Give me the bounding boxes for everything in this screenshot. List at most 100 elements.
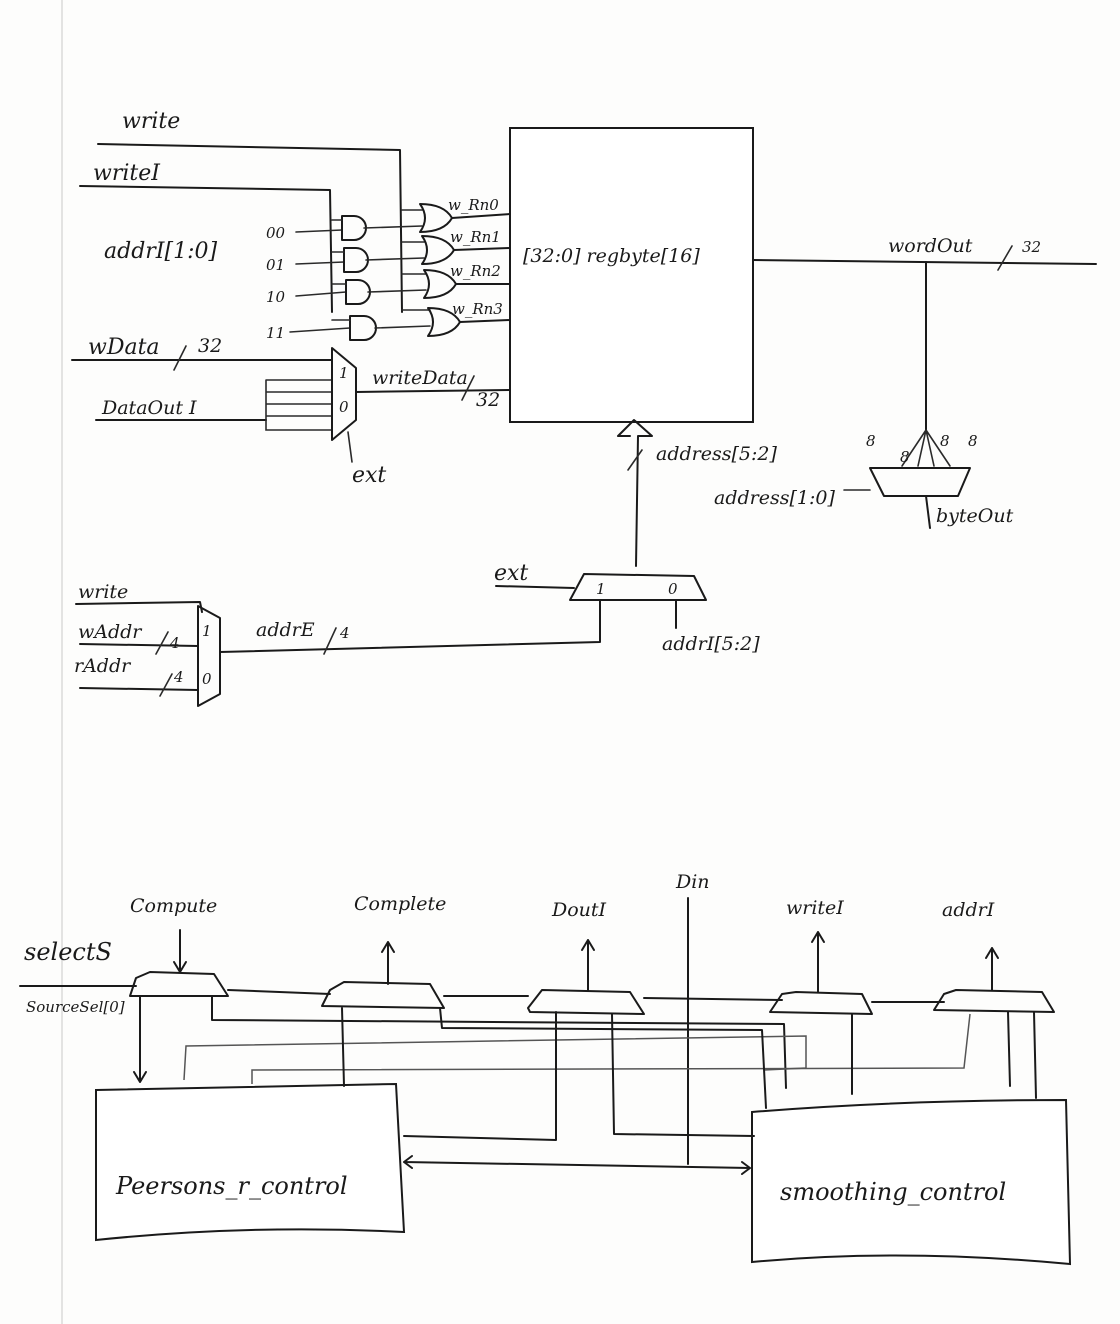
and-gate-0 xyxy=(341,215,367,241)
doutI-arrow-icon xyxy=(581,939,595,991)
address-lo-label: address[1:0] xyxy=(714,487,835,509)
writeData-mux xyxy=(331,347,357,441)
writeI-wire xyxy=(79,185,333,313)
addr-mux-ext-label: ext xyxy=(494,561,528,586)
signal-writeI: writeI xyxy=(786,897,844,919)
byte-width-1: 8 xyxy=(900,448,910,466)
mux-addrI xyxy=(933,989,1055,1013)
wordOut-label: wordOut xyxy=(888,235,973,257)
addr-mux xyxy=(569,573,707,601)
complete-arrow-icon xyxy=(381,941,395,985)
ext-mux-write-label: write xyxy=(78,581,128,603)
mux-complete xyxy=(321,981,445,1009)
mux-writeI xyxy=(769,991,873,1015)
peersons-control-block xyxy=(95,1082,406,1242)
addrI-hi-label: addrI[5:2] xyxy=(662,633,760,655)
address-hi-arrow xyxy=(617,419,653,567)
decode-value-01: 01 xyxy=(266,256,285,274)
rAddr-label: rAddr xyxy=(74,655,132,677)
select-bus xyxy=(19,985,945,1003)
decode-line-10 xyxy=(295,291,347,297)
byte-width-2: 8 xyxy=(940,432,950,450)
regfile-label: [32:0] regbyte[16] xyxy=(523,245,700,267)
doutI-from-smoothing xyxy=(611,1013,755,1137)
sourceSel-label: SourceSel[0] xyxy=(26,998,125,1016)
or-gate-2 xyxy=(423,269,457,299)
signal-compute: Compute xyxy=(130,895,217,917)
w_Rn3-label: w_Rn3 xyxy=(452,300,503,318)
w_Rn0-label: w_Rn0 xyxy=(448,196,499,214)
or-gate-0 xyxy=(419,203,453,233)
feedback-line-a xyxy=(183,1035,807,1081)
ext-mux-one: 1 xyxy=(202,622,212,640)
wData-label: wData xyxy=(88,335,160,360)
mux-compute xyxy=(129,971,229,997)
write-enable-wires xyxy=(451,213,511,323)
addr-mux-ext-wire xyxy=(495,585,575,589)
writeI-arrow-icon xyxy=(811,931,825,993)
selectS-label: selectS xyxy=(24,938,112,966)
rAddr-width: 4 xyxy=(173,668,184,686)
complete-from-smoothing xyxy=(439,1007,767,1109)
wordOut-width: 32 xyxy=(1022,238,1041,256)
compute-to-smoothing xyxy=(211,995,787,1089)
signal-complete: Complete xyxy=(354,893,446,915)
complete-from-peersons xyxy=(341,1007,345,1087)
doutI-from-peersons xyxy=(403,1011,557,1141)
writeI-taps xyxy=(331,219,351,321)
mux-doutI xyxy=(527,989,645,1015)
wordOut-width-slash xyxy=(997,245,1013,271)
writeData-width: 32 xyxy=(476,389,500,411)
addrE-width: 4 xyxy=(339,624,350,642)
decode-line-00 xyxy=(295,229,343,233)
signal-din: Din xyxy=(675,871,710,893)
addrE-label: addrE xyxy=(256,619,315,641)
and-to-or-lines xyxy=(363,225,431,329)
addr-mux-zero: 0 xyxy=(668,580,678,598)
byteOut-wire xyxy=(925,495,931,529)
smoothing-control-label: smoothing_control xyxy=(780,1178,1006,1206)
writeI-label: writeI xyxy=(93,161,161,186)
byte-split-lines xyxy=(901,429,951,467)
address-hi-slash xyxy=(627,449,643,471)
decode-value-11: 11 xyxy=(266,324,285,342)
byte-mux xyxy=(869,467,971,497)
addrI-from-smoothing xyxy=(1007,1011,1037,1099)
regbyte-block xyxy=(509,127,754,423)
rAddr-width-slash xyxy=(159,673,173,697)
wData-width-slash xyxy=(173,345,187,371)
wData-width: 32 xyxy=(198,335,222,357)
w_Rn2-label: w_Rn2 xyxy=(450,262,501,280)
wAddr-width: 4 xyxy=(169,634,180,652)
and-gate-2 xyxy=(345,279,371,305)
or-gate-3 xyxy=(427,307,461,337)
din-bus-arrows-icon xyxy=(403,1155,751,1175)
compute-to-peersons xyxy=(133,995,147,1083)
sign-extend-lines xyxy=(265,379,333,431)
peersons-control-label: Peersons_r_control xyxy=(115,1172,348,1200)
wAddr-width-slash xyxy=(155,631,169,655)
and-gate-3 xyxy=(349,315,377,341)
ext-mux-zero: 0 xyxy=(202,670,212,688)
addrE-width-slash xyxy=(323,627,337,655)
w_Rn1-label: w_Rn1 xyxy=(450,228,501,246)
decode-value-10: 10 xyxy=(266,288,286,306)
signal-doutI: DoutI xyxy=(551,899,607,921)
wordOut-wire xyxy=(752,259,1097,265)
addrI-label: addrI[1:0] xyxy=(104,239,217,264)
wAddr-label: wAddr xyxy=(78,621,143,643)
or-gate-1 xyxy=(421,235,455,265)
dataOutI-label: DataOut I xyxy=(101,397,197,419)
feedback-line-b xyxy=(251,1013,971,1084)
writeData-mux-one: 1 xyxy=(339,364,349,382)
address-hi-label: address[5:2] xyxy=(656,443,777,465)
addrE-wire xyxy=(219,599,601,653)
writeData-wire xyxy=(355,389,511,393)
ext-mux xyxy=(197,605,221,707)
decode-line-01 xyxy=(295,261,345,265)
writeData-mux-zero: 0 xyxy=(339,398,349,416)
write-to-or-lines xyxy=(401,209,431,311)
decode-value-00: 00 xyxy=(266,224,286,242)
ext-select-wire xyxy=(347,431,353,463)
